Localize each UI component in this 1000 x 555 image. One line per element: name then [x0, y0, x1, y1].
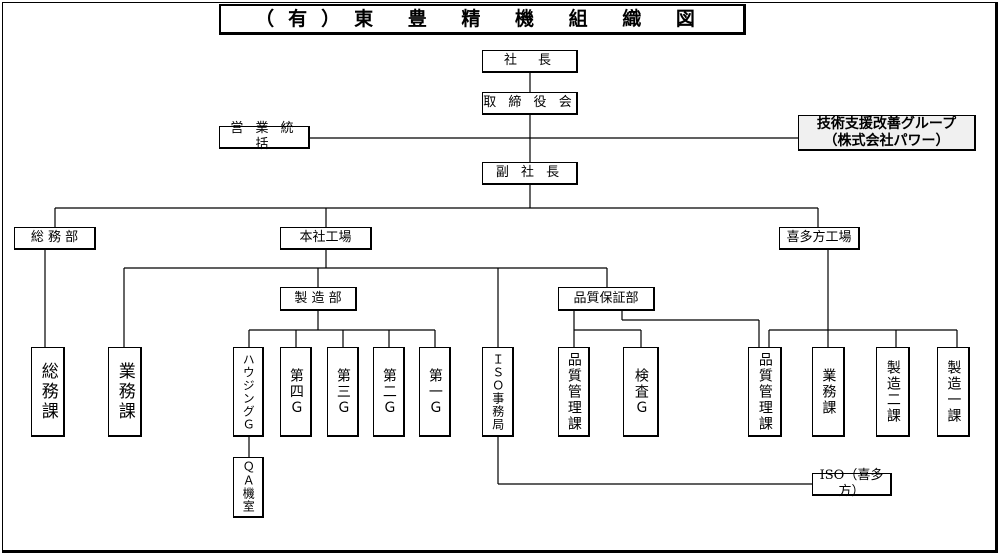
sales-general-box: 営 業 統 括 [219, 121, 310, 152]
directors-box: 取 締 役 会 [482, 92, 578, 115]
quality-control-section-head-box: 品質管理課 [558, 347, 590, 437]
improvement-support-line1: 技術支援改善グループ [816, 115, 957, 132]
improvement-support-line2: （株式会社パワー） [823, 132, 950, 149]
group-2-box: 第二Ｇ [373, 347, 405, 437]
manufacturing-dept-box: 製 造 部 [280, 287, 357, 311]
qa-machine-room-box: ＱＡ機室 [233, 457, 264, 518]
head-office-factory-box: 本社工場 [280, 227, 372, 250]
quality-control-section-kitakata-box: 品質管理課 [748, 347, 782, 437]
iso-kitakata-box: ISO（喜多方） [812, 468, 892, 499]
business-section-kitakata-box: 業務課 [812, 347, 845, 437]
vice-president-box: 副 社 長 [482, 162, 578, 185]
general-affairs-section-box: 総務課 [31, 347, 65, 437]
group-3-box: 第三Ｇ [327, 347, 359, 437]
qa-dept-box: 品質保証部 [558, 287, 655, 311]
general-affairs-dept-box: 総 務 部 [14, 227, 96, 250]
improvement-support-box: 技術支援改善グループ （株式会社パワー） [798, 115, 976, 151]
manufacturing-2-section-box: 製造二課 [876, 347, 910, 437]
business-section-head-box: 業務課 [108, 347, 142, 437]
inspection-group-box: 検査Ｇ [623, 347, 659, 437]
manufacturing-1-section-box: 製造一課 [937, 347, 970, 437]
group-4-box: 第四Ｇ [280, 347, 312, 437]
iso-office-box: ＩＳＯ事務局 [482, 347, 514, 437]
group-1-box: 第一Ｇ [419, 347, 451, 437]
kitakata-factory-box: 喜多方工場 [779, 227, 860, 250]
housing-group-box: ハウジングＧ [233, 347, 264, 437]
president-box: 社 長 [482, 50, 578, 73]
chart-title: （有）東 豊 精 機 組 織 図 [219, 4, 746, 35]
